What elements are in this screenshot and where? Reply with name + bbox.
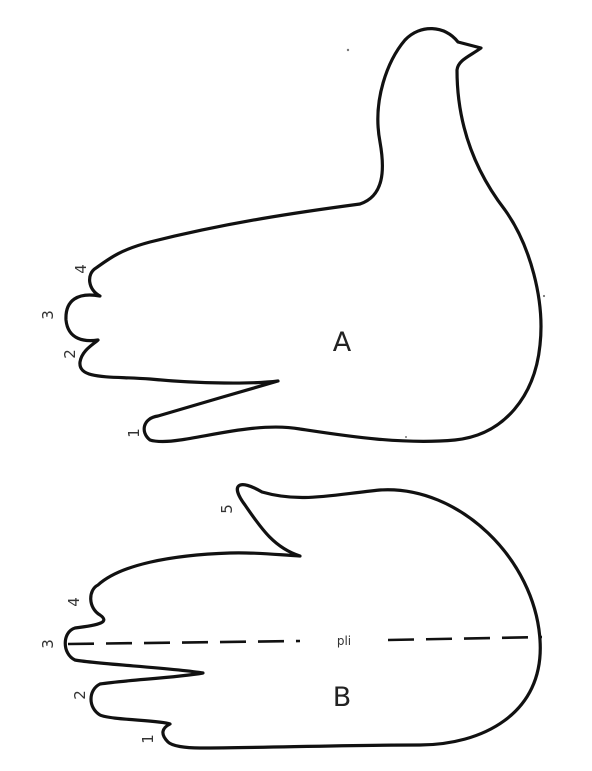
figure-a: 1 2 3 4 A [39, 29, 541, 442]
fold-line [68, 641, 300, 644]
bird-hand-outline [66, 29, 541, 442]
figure-letter: B [333, 682, 352, 713]
fold-label: pli [337, 634, 351, 648]
figure-b: pli B 1 2 3 4 5 [39, 485, 542, 748]
finger-label: 2 [71, 690, 89, 700]
finger-label: 3 [39, 639, 57, 649]
hand-outline [65, 485, 540, 748]
finger-label: 4 [65, 597, 83, 607]
scan-speck [347, 49, 349, 51]
finger-label: 1 [139, 734, 157, 744]
finger-label: 4 [72, 264, 90, 274]
scan-speck [543, 295, 545, 297]
scan-speck [405, 436, 407, 438]
finger-label: 1 [125, 428, 143, 438]
finger-label: 5 [218, 504, 236, 514]
figure-letter: A [333, 327, 352, 358]
fold-line [388, 637, 542, 640]
finger-label: 3 [39, 310, 57, 320]
finger-label: 2 [61, 349, 79, 359]
